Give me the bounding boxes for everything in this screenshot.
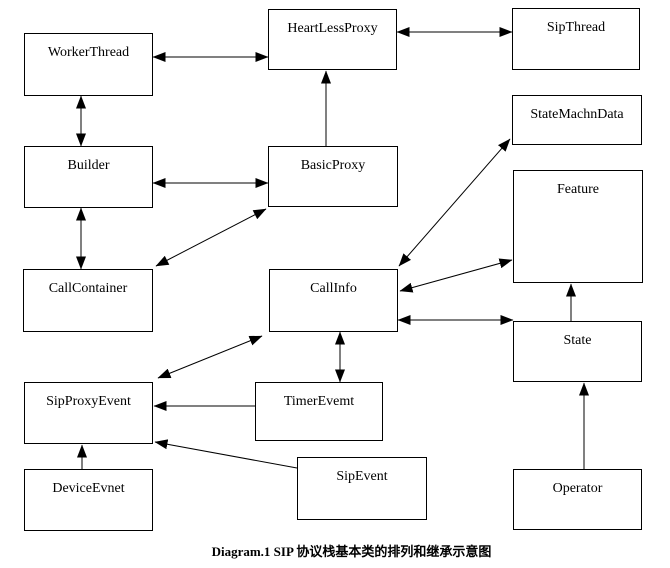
edge-callinfo-statemachndata (398, 138, 511, 267)
node-workerthread: WorkerThread (24, 33, 153, 96)
node-state: State (513, 321, 642, 382)
node-callinfo: CallInfo (269, 269, 398, 332)
node-sipthread: SipThread (512, 8, 640, 70)
edge-basicproxy-callcontainer (155, 208, 267, 267)
node-basicproxy: BasicProxy (268, 146, 398, 207)
node-statemachndata: StateMachnData (512, 95, 642, 145)
diagram-caption: Diagram.1 SIP 协议栈基本类的排列和继承示意图 (211, 544, 492, 559)
node-feature: Feature (513, 170, 643, 283)
node-deviceevnet: DeviceEvnet (24, 469, 153, 531)
edge-sipevent-sipproxyevent (154, 439, 298, 469)
node-timerevemt: TimerEvemt (255, 382, 383, 441)
node-sipproxyevent: SipProxyEvent (24, 382, 153, 444)
edge-callinfo-feature (399, 258, 513, 293)
node-callcontainer: CallContainer (23, 269, 153, 332)
node-operator: Operator (513, 469, 642, 530)
node-sipevent: SipEvent (297, 457, 427, 520)
node-heartlessproxy: HeartLessProxy (268, 9, 397, 70)
node-builder: Builder (24, 146, 153, 208)
edge-callinfo-sipproxyevent (157, 335, 263, 379)
